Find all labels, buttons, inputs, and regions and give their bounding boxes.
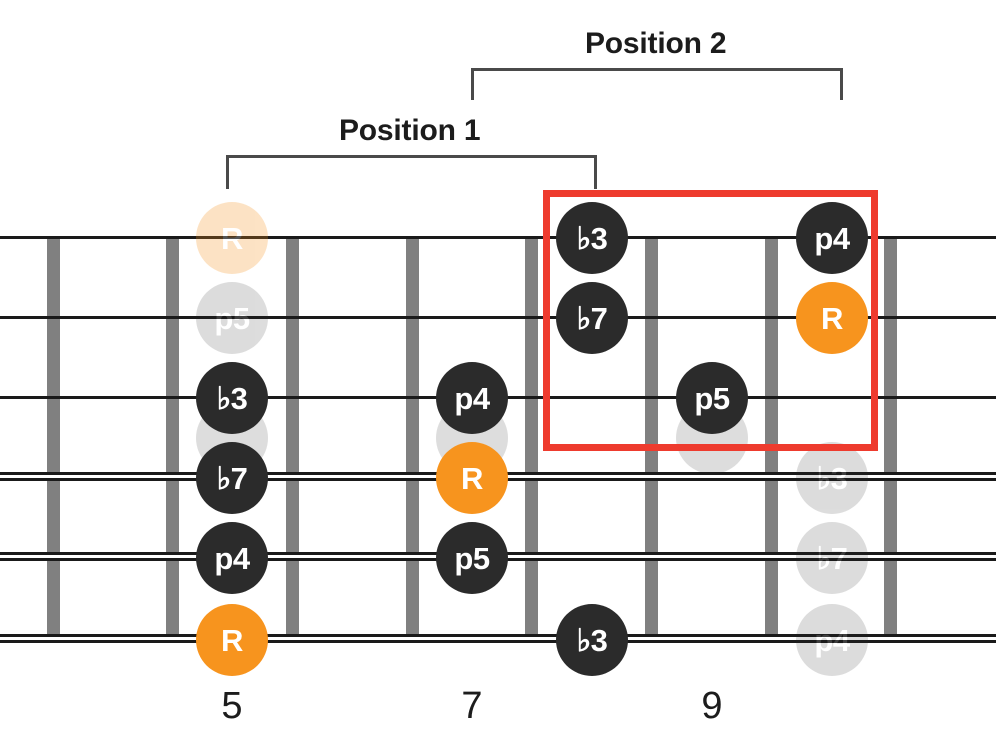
note-marker-R: R — [436, 442, 508, 514]
note-marker-p4: p4 — [796, 202, 868, 274]
fretwire-5 — [645, 238, 658, 643]
note-marker-p5: p5 — [436, 522, 508, 594]
position-bracket-1 — [226, 155, 597, 189]
fretwire-7 — [884, 238, 897, 643]
fretwire-2 — [286, 238, 299, 643]
fretwire-1 — [166, 238, 179, 643]
note-marker-b3: ♭3 — [556, 202, 628, 274]
position-label-1: Position 1 — [339, 114, 481, 147]
position-bracket-2 — [471, 68, 843, 100]
fret-number-9: 9 — [701, 685, 723, 727]
highlight-box — [543, 190, 878, 451]
note-marker-R: R — [796, 282, 868, 354]
fret-number-7: 7 — [461, 685, 483, 727]
note-marker-b7: ♭7 — [196, 442, 268, 514]
note-marker-p5: p5 — [676, 362, 748, 434]
position-label-2: Position 2 — [585, 27, 727, 60]
fret-number-5: 5 — [221, 685, 243, 727]
note-marker-b3: ♭3 — [196, 362, 268, 434]
fretwire-0 — [47, 238, 60, 643]
string-2 — [0, 316, 996, 319]
note-marker-p4: p4 — [196, 522, 268, 594]
note-marker-b3: ♭3 — [796, 442, 868, 514]
note-marker-b7: ♭7 — [556, 282, 628, 354]
note-marker-b3: ♭3 — [556, 604, 628, 676]
fretwire-3 — [406, 238, 419, 643]
note-marker-R: R — [196, 604, 268, 676]
string-6 — [0, 634, 996, 643]
fretwire-4 — [525, 238, 538, 643]
note-marker-R: R — [196, 202, 268, 274]
fretwire-6 — [765, 238, 778, 643]
string-1 — [0, 236, 996, 239]
note-marker-p4: p4 — [796, 604, 868, 676]
note-marker-p5: p5 — [196, 282, 268, 354]
note-marker-b7: ♭7 — [796, 522, 868, 594]
note-marker-p4: p4 — [436, 362, 508, 434]
